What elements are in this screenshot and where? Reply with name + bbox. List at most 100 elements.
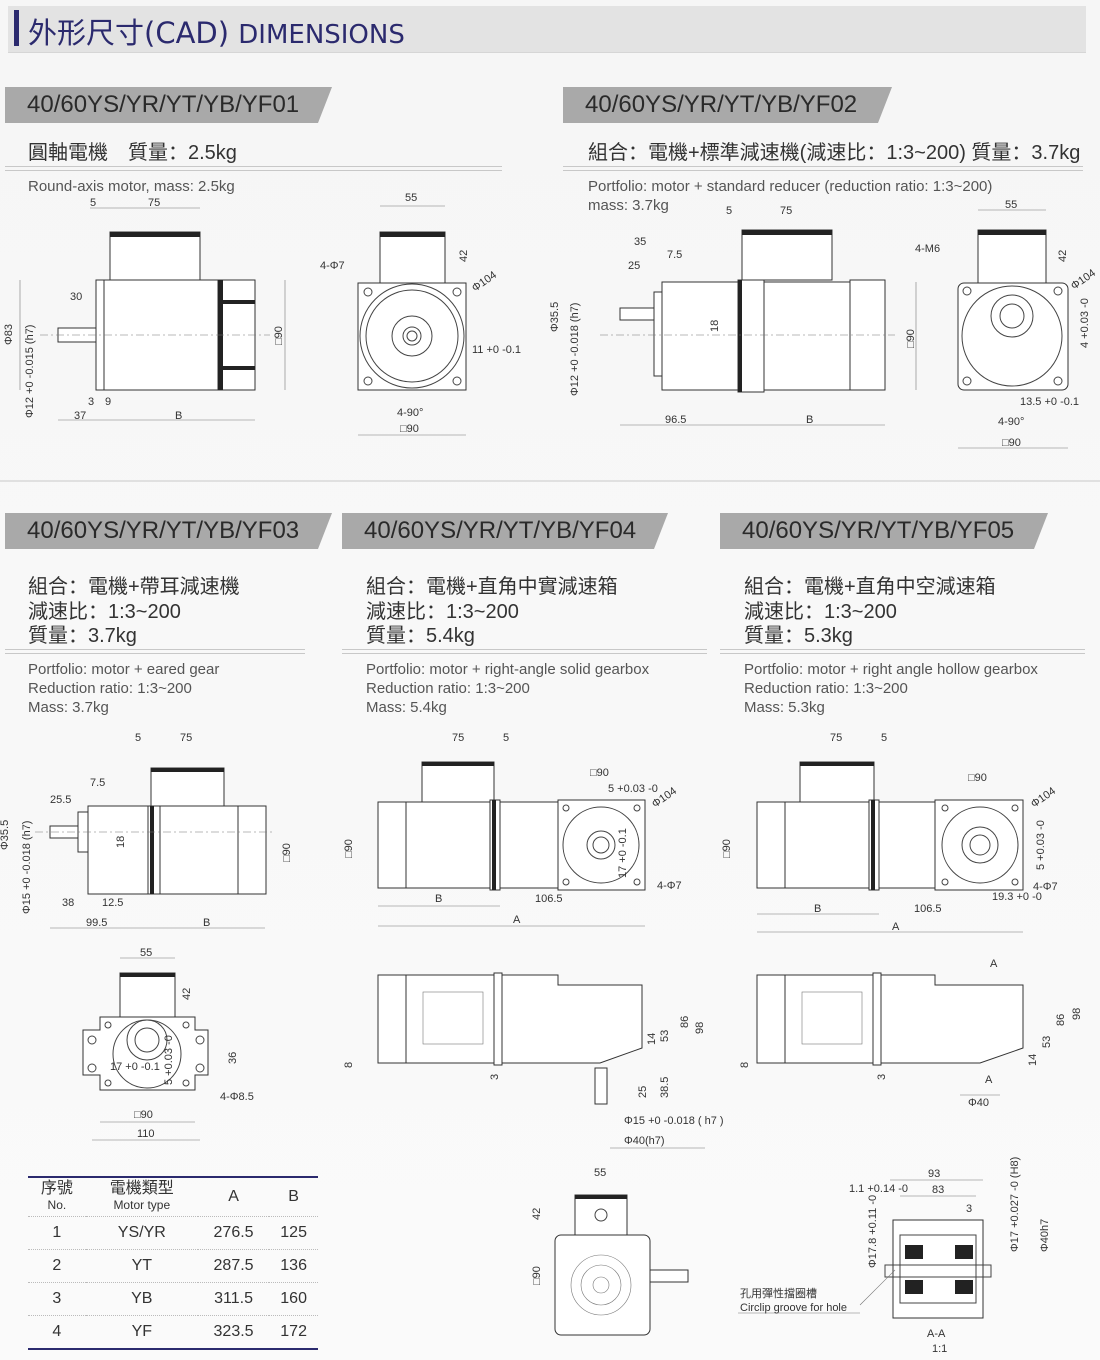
ff02-en-desc-1: Portfolio: motor + standard reducer (red… (588, 178, 993, 195)
ff02-rule (563, 166, 1083, 171)
col-header-b: B (269, 1177, 318, 1217)
ff05-dim: 3 (876, 1074, 888, 1080)
cell: 125 (269, 1216, 318, 1250)
ff04-dim: □90 (531, 1266, 543, 1285)
ff03-dim: 38 (62, 897, 74, 909)
ff03-dim: B (203, 917, 210, 929)
ff03-cn-3: 質量：3.7kg (28, 625, 137, 647)
ff01-dim: □90 (273, 326, 285, 345)
ff05-cn-3: 質量：5.3kg (744, 625, 853, 647)
ff01-dim: 55 (405, 192, 417, 204)
ff05-dim: A (990, 958, 998, 970)
ff04-dim: 75 (452, 732, 464, 744)
ff03-en-2: Reduction ratio: 1:3~200 (28, 680, 192, 697)
ff04-en-1: Portfolio: motor + right-angle solid gea… (366, 661, 650, 678)
ff04-side-view (377, 761, 646, 927)
ff01-dim: 4-90° (397, 407, 423, 419)
ff01-dim: 9 (105, 396, 111, 408)
ff05-dim: 75 (830, 732, 842, 744)
ff02-dim: 18 (709, 320, 721, 332)
ff04-dim: 5 (503, 732, 509, 744)
ff02-dim: 7.5 (667, 249, 682, 261)
ff04-rule (342, 649, 707, 654)
ff02-side-view (600, 229, 917, 426)
ff04-cn-1: 組合：電機+直角中實減速箱 (366, 576, 618, 598)
ff03-en-3: Mass: 3.7kg (28, 699, 109, 716)
ff04-dim: 55 (594, 1167, 606, 1179)
ff03-side-view (35, 767, 275, 929)
ff04-dim: 8 (343, 1062, 355, 1068)
ff05-label: 1:1 (932, 1343, 947, 1355)
ff05-label: Circlip groove for hole (740, 1302, 847, 1314)
cell: 136 (269, 1249, 318, 1283)
page-title-en: DIMENSIONS (238, 20, 405, 50)
ff03-dim: 55 (140, 947, 152, 959)
ff01-dim: 4-Φ7 (320, 260, 345, 272)
ff05-dim: A (892, 921, 900, 933)
cell: 287.5 (197, 1249, 270, 1283)
page-title-cn: 外形尺寸(CAD) (28, 16, 230, 50)
ff02-dim: □90 (905, 329, 917, 348)
ff05-dim: Φ104 (1029, 785, 1058, 810)
ff05-dim: 93 (928, 1168, 940, 1180)
ff03-dim: □90 (134, 1109, 153, 1121)
ff02-dim: 4 +0.03 -0 (1079, 298, 1091, 348)
ff05-dim: B (814, 903, 821, 915)
ff01-cn-desc: 圓軸電機 質量：2.5kg (28, 142, 237, 164)
section-header-ff04: 40/60YS/YR/YT/YB/YF04 (342, 513, 668, 549)
cell: 311.5 (197, 1282, 270, 1316)
ff04-dim: 25 (637, 1086, 649, 1098)
cell: 276.5 (197, 1216, 270, 1250)
ff03-en-1: Portfolio: motor + eared gear (28, 661, 220, 678)
ff05-dim: □90 (721, 839, 733, 858)
cell: YT (85, 1249, 198, 1283)
section-header-ff02: 40/60YS/YR/YT/YB/YF02 (563, 87, 892, 123)
ff01-dim: 37 (74, 410, 86, 422)
ff03-cn-2: 減速比：1:3~200 (28, 601, 181, 623)
cell: 172 (269, 1315, 318, 1350)
ff03-dim: 5 +0.03 -0 (163, 1035, 175, 1085)
ff03-rule (5, 649, 305, 654)
ff02-en-desc-2: mass: 3.7kg (588, 197, 669, 214)
ff05-dim: 53 (1041, 1036, 1053, 1048)
ff04-dim: B (435, 893, 442, 905)
ff02-dim: 25 (628, 260, 640, 272)
ff04-dim: 42 (531, 1208, 543, 1220)
section-header-ff05: 40/60YS/YR/YT/YB/YF05 (720, 513, 1048, 549)
page-title: 外形尺寸(CAD) DIMENSIONS (28, 10, 405, 52)
ff04-dim: A (513, 914, 521, 926)
ff04-dim: 3 (489, 1074, 501, 1080)
ff04-dim: 4-Φ7 (657, 880, 682, 892)
ff05-dim: 4-Φ7 (1033, 881, 1058, 893)
ff01-rule (5, 166, 502, 171)
ff03-dim: 4-Φ8.5 (220, 1091, 254, 1103)
ff01-dim: B (175, 410, 182, 422)
ff05-dim: 3 (966, 1203, 972, 1215)
ff01-dim: □90 (400, 423, 419, 435)
ff05-dim: A (985, 1074, 993, 1086)
ff02-dim: 4-M6 (915, 243, 940, 255)
ff02-dim: 4-90° (998, 416, 1024, 428)
ff02-dim: B (806, 414, 813, 426)
ff04-cn-2: 減速比：1:3~200 (366, 601, 519, 623)
ff02-front-view (957, 209, 1069, 449)
ff03-dim: 99.5 (86, 917, 107, 929)
ff02-dim: 13.5 +0 -0.1 (1020, 396, 1079, 408)
ff01-dim: 30 (70, 291, 82, 303)
ff05-dim: 5 (881, 732, 887, 744)
section-header-ff03: 40/60YS/YR/YT/YB/YF03 (5, 513, 332, 549)
ff04-dim: 98 (694, 1022, 706, 1034)
page-title-bar (8, 6, 1086, 53)
ff03-dim: 25.5 (50, 794, 71, 806)
ff04-dim: □90 (343, 839, 355, 858)
ff03-dim: Φ15 +0 -0.018 (h7) (21, 821, 33, 914)
section-divider (0, 480, 1100, 482)
ff05-section-view (738, 1179, 992, 1319)
